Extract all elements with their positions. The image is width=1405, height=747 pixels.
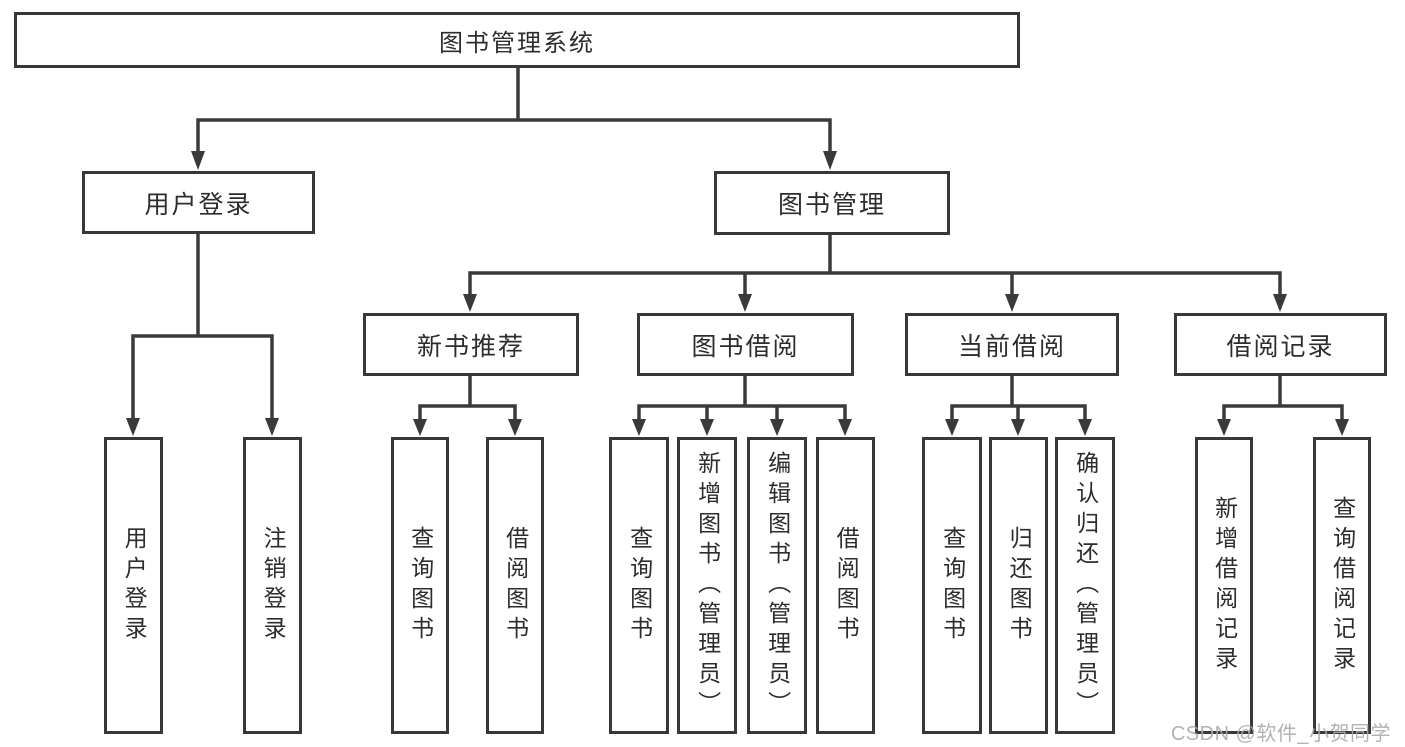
arrowhead-icon (463, 294, 477, 312)
leaf-edit-book-admin: 编辑图书（管理员） (747, 437, 807, 734)
leaf-borrow-book: 借阅图书 (486, 437, 544, 734)
leaf-user-login: 用户登录 (104, 437, 163, 734)
connector-current-borrow-to-leaves (945, 374, 1092, 436)
connector-book-mgmt-to-level3 (463, 233, 1287, 312)
node-new-book-recommend: 新书推荐 (363, 313, 579, 376)
leaf-add-book-admin: 新增图书（管理员） (677, 437, 737, 734)
node-borrow-records: 借阅记录 (1174, 313, 1387, 376)
arrowhead-icon (1217, 419, 1231, 436)
arrowhead-icon (126, 418, 140, 436)
leaf-label: 注销登录 (260, 525, 287, 646)
leaf-label: 确认归还（管理员） (1072, 450, 1099, 721)
arrowhead-icon (738, 294, 752, 312)
leaf-add-borrow-record: 新增借阅记录 (1195, 437, 1253, 734)
arrowhead-icon (838, 419, 852, 436)
leaf-label: 新增借阅记录 (1211, 495, 1238, 676)
node-current-borrow: 当前借阅 (905, 313, 1119, 376)
leaf-label: 查询借阅记录 (1329, 495, 1356, 676)
node-user-login: 用户登录 (82, 171, 315, 234)
arrowhead-icon (823, 151, 837, 170)
leaf-return-book: 归还图书 (989, 437, 1048, 734)
arrowhead-icon (1078, 419, 1092, 436)
leaf-borrow-book: 借阅图书 (816, 437, 875, 734)
leaf-label: 用户登录 (121, 525, 148, 646)
leaf-query-borrow-record: 查询借阅记录 (1313, 437, 1371, 734)
arrowhead-icon (1011, 419, 1025, 436)
connector-new-book-to-leaves (413, 374, 522, 436)
leaf-label: 借阅图书 (833, 525, 860, 646)
leaf-query-book: 查询图书 (609, 437, 669, 734)
connector-root-to-level2 (191, 66, 837, 170)
leaf-label: 查询图书 (407, 525, 434, 646)
arrowhead-icon (1335, 419, 1349, 436)
arrowhead-icon (1273, 294, 1287, 312)
arrowhead-icon (770, 419, 784, 436)
node-book-management: 图书管理 (714, 171, 950, 235)
node-book-borrow: 图书借阅 (637, 313, 854, 376)
connector-user-login-to-leaves (126, 232, 279, 436)
leaf-label: 编辑图书（管理员） (764, 450, 791, 721)
leaf-query-book: 查询图书 (922, 437, 982, 734)
leaf-confirm-return-admin: 确认归还（管理员） (1055, 437, 1115, 734)
arrowhead-icon (945, 419, 959, 436)
leaf-label: 查询图书 (939, 525, 966, 646)
node-root-system: 图书管理系统 (14, 12, 1020, 68)
leaf-label: 借阅图书 (502, 525, 529, 646)
connector-borrow-records-to-leaves (1217, 374, 1349, 436)
leaf-label: 查询图书 (626, 525, 653, 646)
leaf-logout: 注销登录 (243, 437, 302, 734)
arrowhead-icon (508, 419, 522, 436)
csdn-watermark: CSDN @软件_小贺同学 (1170, 723, 1391, 745)
arrowhead-icon (413, 419, 427, 436)
arrowhead-icon (1005, 294, 1019, 312)
arrowhead-icon (632, 419, 646, 436)
arrowhead-icon (191, 151, 205, 170)
leaf-label: 归还图书 (1006, 525, 1033, 646)
arrowhead-icon (700, 419, 714, 436)
leaf-label: 新增图书（管理员） (694, 450, 721, 721)
arrowhead-icon (265, 418, 279, 436)
connector-book-borrow-to-leaves (632, 374, 852, 436)
leaf-query-book: 查询图书 (391, 437, 449, 734)
